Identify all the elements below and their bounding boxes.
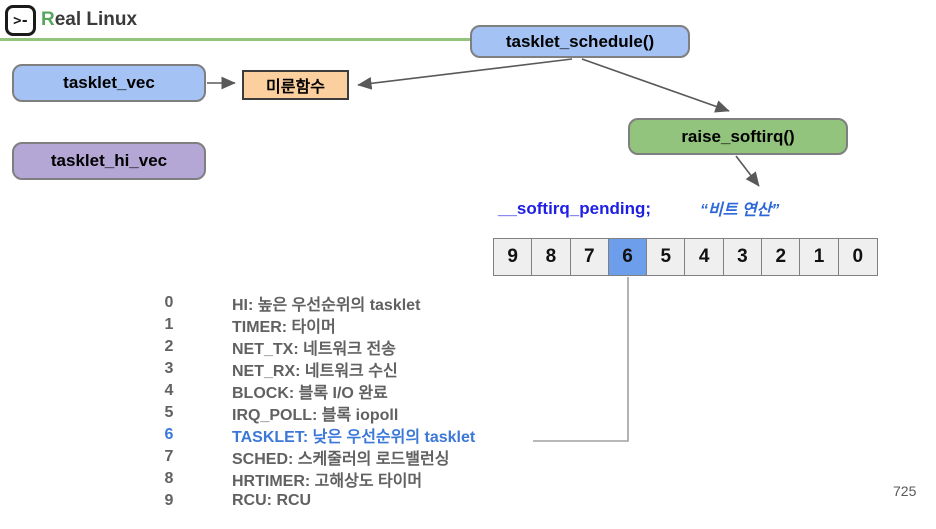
list-item-hrtimer: 8 HRTIMER: 고해상도 타이머 — [162, 468, 475, 490]
list-item-label: TIMER: 타이머 — [232, 319, 336, 336]
softirq-type-list: 0 HI: 높은 우선순위의 tasklet 1 TIMER: 타이머 2 NE… — [162, 292, 476, 512]
bit-cell-3: 3 — [723, 239, 763, 275]
bit-cell-7: 7 — [570, 239, 609, 275]
page-number: 725 — [893, 483, 917, 499]
list-item-number: 0 — [164, 294, 174, 311]
list-item-number: 4 — [164, 382, 174, 399]
bit-cell-9: 9 — [494, 239, 533, 275]
node-deferred-function: 미룬함수 — [242, 70, 349, 100]
list-item-label: NET_RX: 네트워크 수신 — [232, 363, 398, 380]
bit-cell-5: 5 — [647, 239, 686, 275]
list-item-label: HI: 높은 우선순위의 tasklet — [232, 297, 421, 314]
list-item-irq-poll: 5 IRQ_POLL: 블록 iopoll — [162, 402, 475, 424]
terminal-icon: >- — [5, 5, 36, 36]
node-raise-softirq: raise_softirq() — [628, 118, 848, 155]
list-item-number: 8 — [164, 470, 174, 487]
list-item-net-tx: 2 NET_TX: 네트워크 전송 — [162, 336, 475, 358]
list-item-rcu: 9 RCU: RCU — [162, 490, 475, 512]
list-item-sched: 7 SCHED: 스케줄러의 로드밸런싱 — [162, 446, 475, 468]
brand-title: Real Linux — [41, 9, 137, 31]
bit-cell-1: 1 — [800, 239, 839, 275]
bit-cell-2: 2 — [762, 239, 801, 275]
list-item-number: 5 — [164, 404, 174, 421]
bit-cell-8: 8 — [532, 239, 571, 275]
node-tasklet-schedule: tasklet_schedule() — [470, 25, 690, 58]
bit-cell-6-highlighted: 6 — [608, 239, 648, 275]
list-item-label: RCU: RCU — [232, 492, 312, 509]
list-item-hi: 0 HI: 높은 우선순위의 tasklet — [162, 292, 475, 314]
bit-operation-annotation: “비트 연산” — [700, 202, 780, 219]
list-item-label: NET_TX: 네트워크 전송 — [232, 341, 396, 358]
list-item-label: SCHED: 스케줄러의 로드밸런싱 — [232, 451, 450, 468]
list-item-number: 3 — [164, 360, 174, 377]
brand-title-rest: eal Linux — [54, 9, 138, 30]
node-tasklet-hi-vec: tasklet_hi_vec — [12, 142, 206, 180]
list-item-number: 1 — [164, 316, 174, 333]
list-item-label: BLOCK: 블록 I/O 완료 — [232, 385, 388, 402]
header-divider — [0, 38, 470, 41]
list-item-timer: 1 TIMER: 타이머 — [162, 314, 475, 336]
list-item-label: TASKLET: 낮은 우선순위의 tasklet — [232, 429, 476, 446]
list-item-number: 9 — [164, 492, 174, 509]
brand-title-initial: R — [41, 9, 55, 30]
softirq-pending-variable: __softirq_pending; — [498, 199, 652, 218]
softirq-pending-bit-array: 9 8 7 6 5 4 3 2 1 0 — [493, 238, 878, 276]
list-item-number: 7 — [164, 448, 174, 465]
list-item-net-rx: 3 NET_RX: 네트워크 수신 — [162, 358, 475, 380]
node-tasklet-vec: tasklet_vec — [12, 64, 206, 102]
bit-cell-4: 4 — [685, 239, 724, 275]
list-item-block: 4 BLOCK: 블록 I/O 완료 — [162, 380, 475, 402]
list-item-label: HRTIMER: 고해상도 타이머 — [232, 473, 423, 490]
list-item-number: 2 — [164, 338, 174, 355]
list-item-tasklet-highlighted: 6 TASKLET: 낮은 우선순위의 tasklet — [162, 424, 476, 446]
list-item-label: IRQ_POLL: 블록 iopoll — [232, 407, 399, 424]
bit-cell-0: 0 — [838, 239, 877, 275]
list-item-number: 6 — [164, 426, 174, 443]
